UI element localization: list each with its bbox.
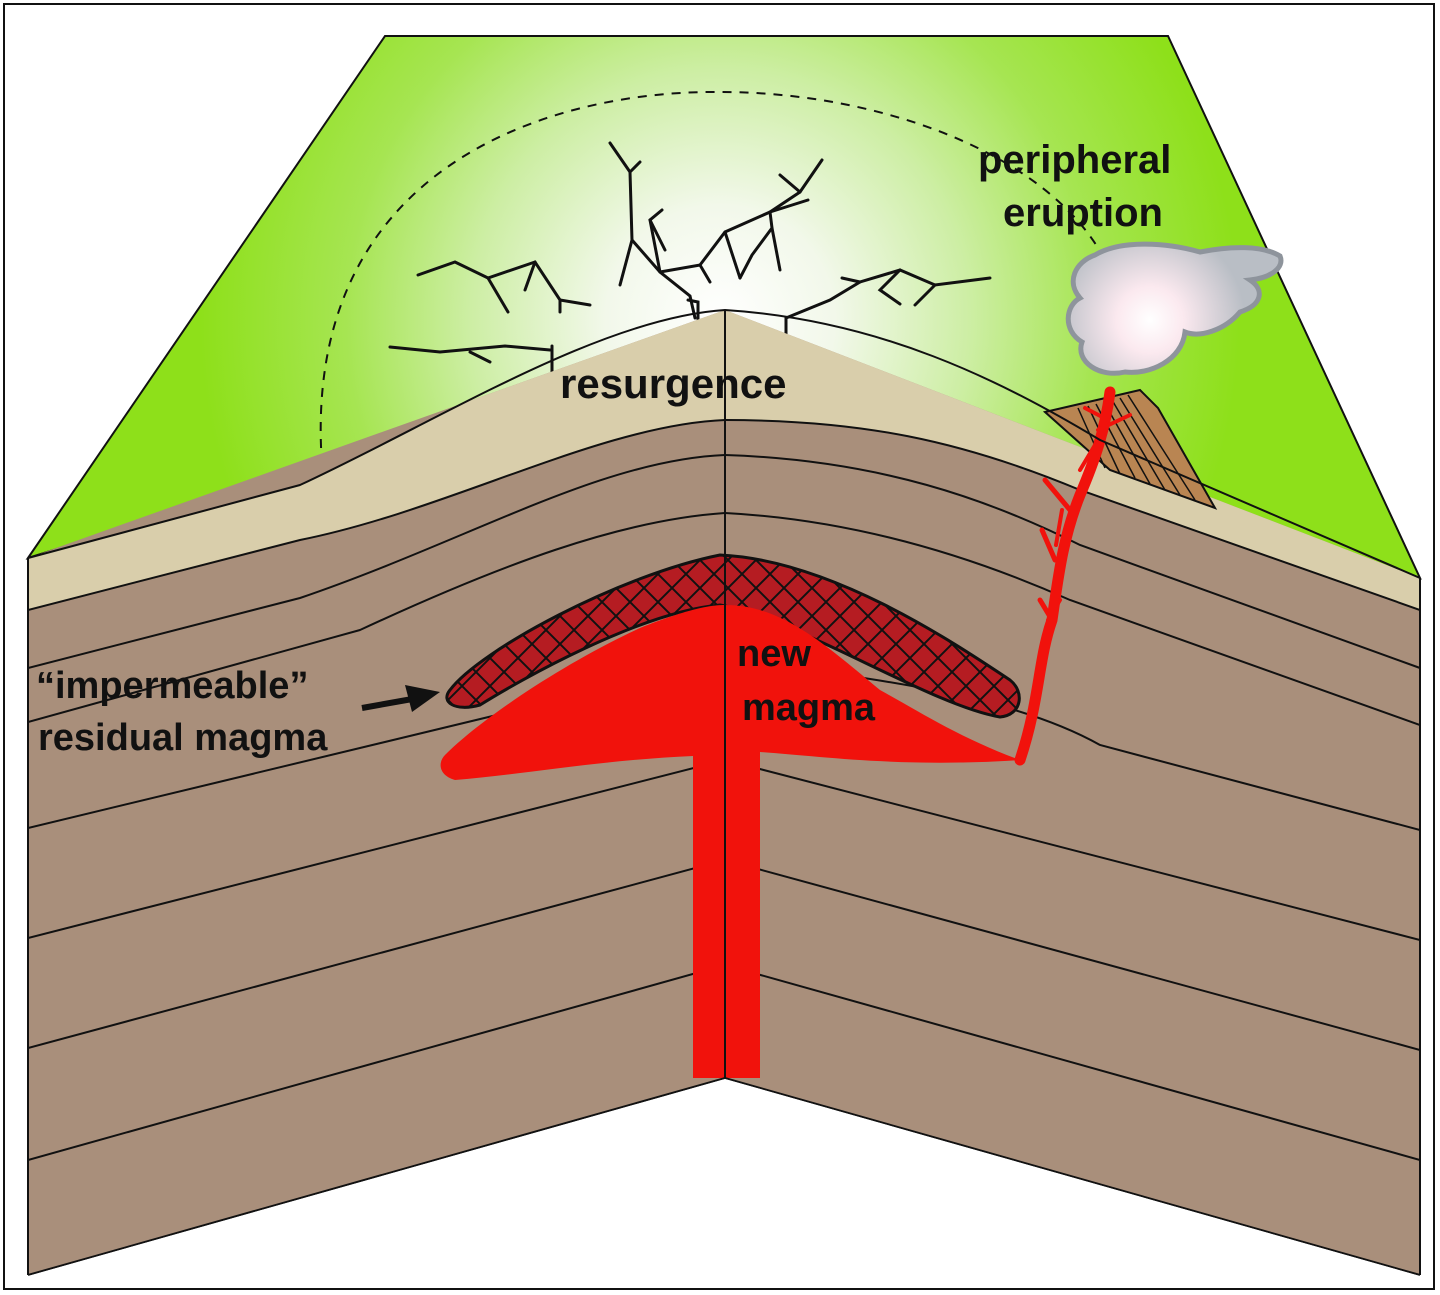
label-resurgence: resurgence <box>560 360 786 407</box>
surface-edge <box>27 308 1421 579</box>
label-peripheral: peripheral <box>978 138 1171 182</box>
label-residual-magma: residual magma <box>38 717 328 759</box>
bottom-white <box>28 1079 1420 1288</box>
label-new: new <box>737 633 811 675</box>
new-magma-body <box>440 605 1020 1078</box>
arrow-right-icon <box>361 685 440 712</box>
label-eruption: eruption <box>1003 191 1163 235</box>
label-magma: magma <box>742 687 876 729</box>
residual-magma-body <box>445 553 1021 719</box>
label-impermeable: “impermeable” <box>36 665 308 707</box>
diagram-frame <box>3 3 1435 1290</box>
caldera-rim-dashed <box>319 90 1121 466</box>
fracture-network-icon <box>388 141 992 410</box>
dike-conduit <box>1014 386 1132 766</box>
eruption-cloud-icon <box>1065 241 1284 376</box>
bottom-edge <box>27 1076 1421 1276</box>
